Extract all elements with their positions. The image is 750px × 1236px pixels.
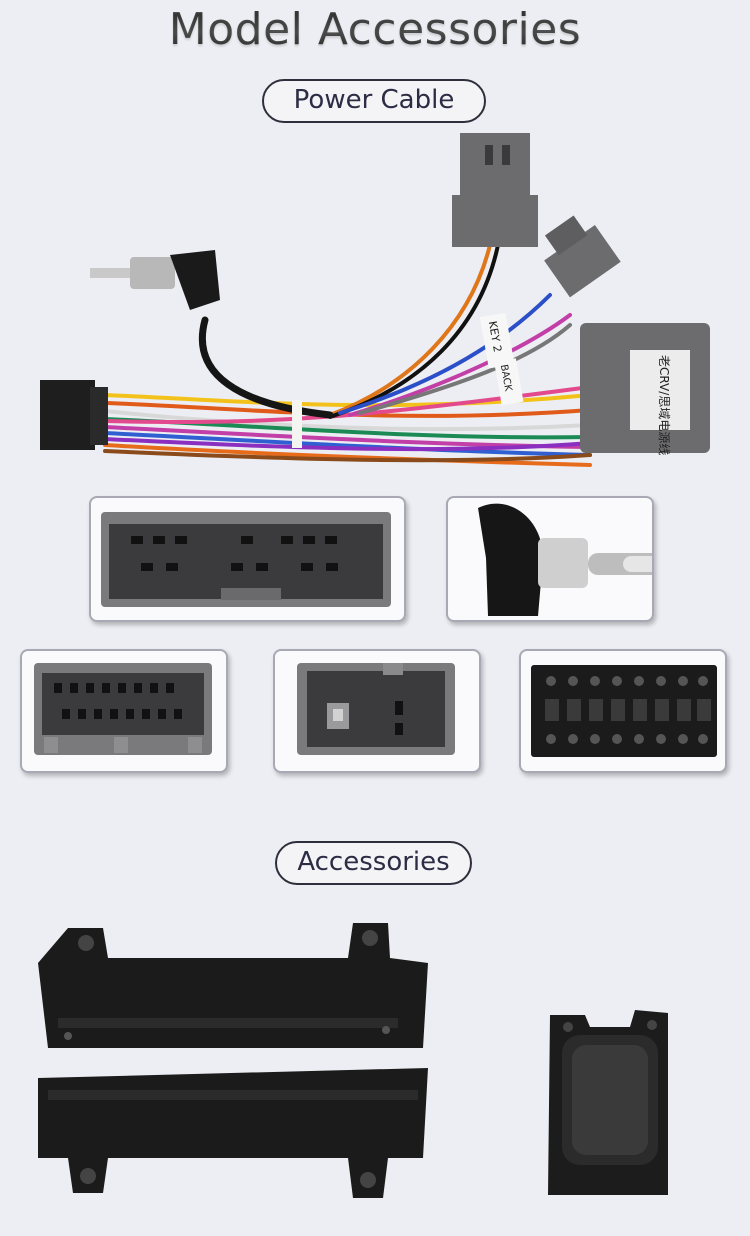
connector-detail-card-2 xyxy=(446,496,654,622)
connector-detail-card-3 xyxy=(20,649,228,773)
tag-back: BACK xyxy=(498,364,514,393)
box-label: 老CRV/思域电源线 xyxy=(657,355,671,455)
connector-detail-card-4 xyxy=(273,649,481,773)
connector-detail-card-1 xyxy=(89,496,406,622)
switch-accessory-image xyxy=(548,1010,668,1195)
tag-key: KEY 2 xyxy=(486,320,504,353)
mounting-brackets-image xyxy=(38,923,428,1198)
section-label-accessories: Accessories xyxy=(275,841,472,885)
page-title: Model Accessories xyxy=(0,4,750,55)
power-cable-harness-image: 老CRV/思域电源线 KEY 2 BACK xyxy=(40,133,710,467)
section-label-power-cable: Power Cable xyxy=(262,79,486,123)
connector-detail-card-5 xyxy=(519,649,727,773)
